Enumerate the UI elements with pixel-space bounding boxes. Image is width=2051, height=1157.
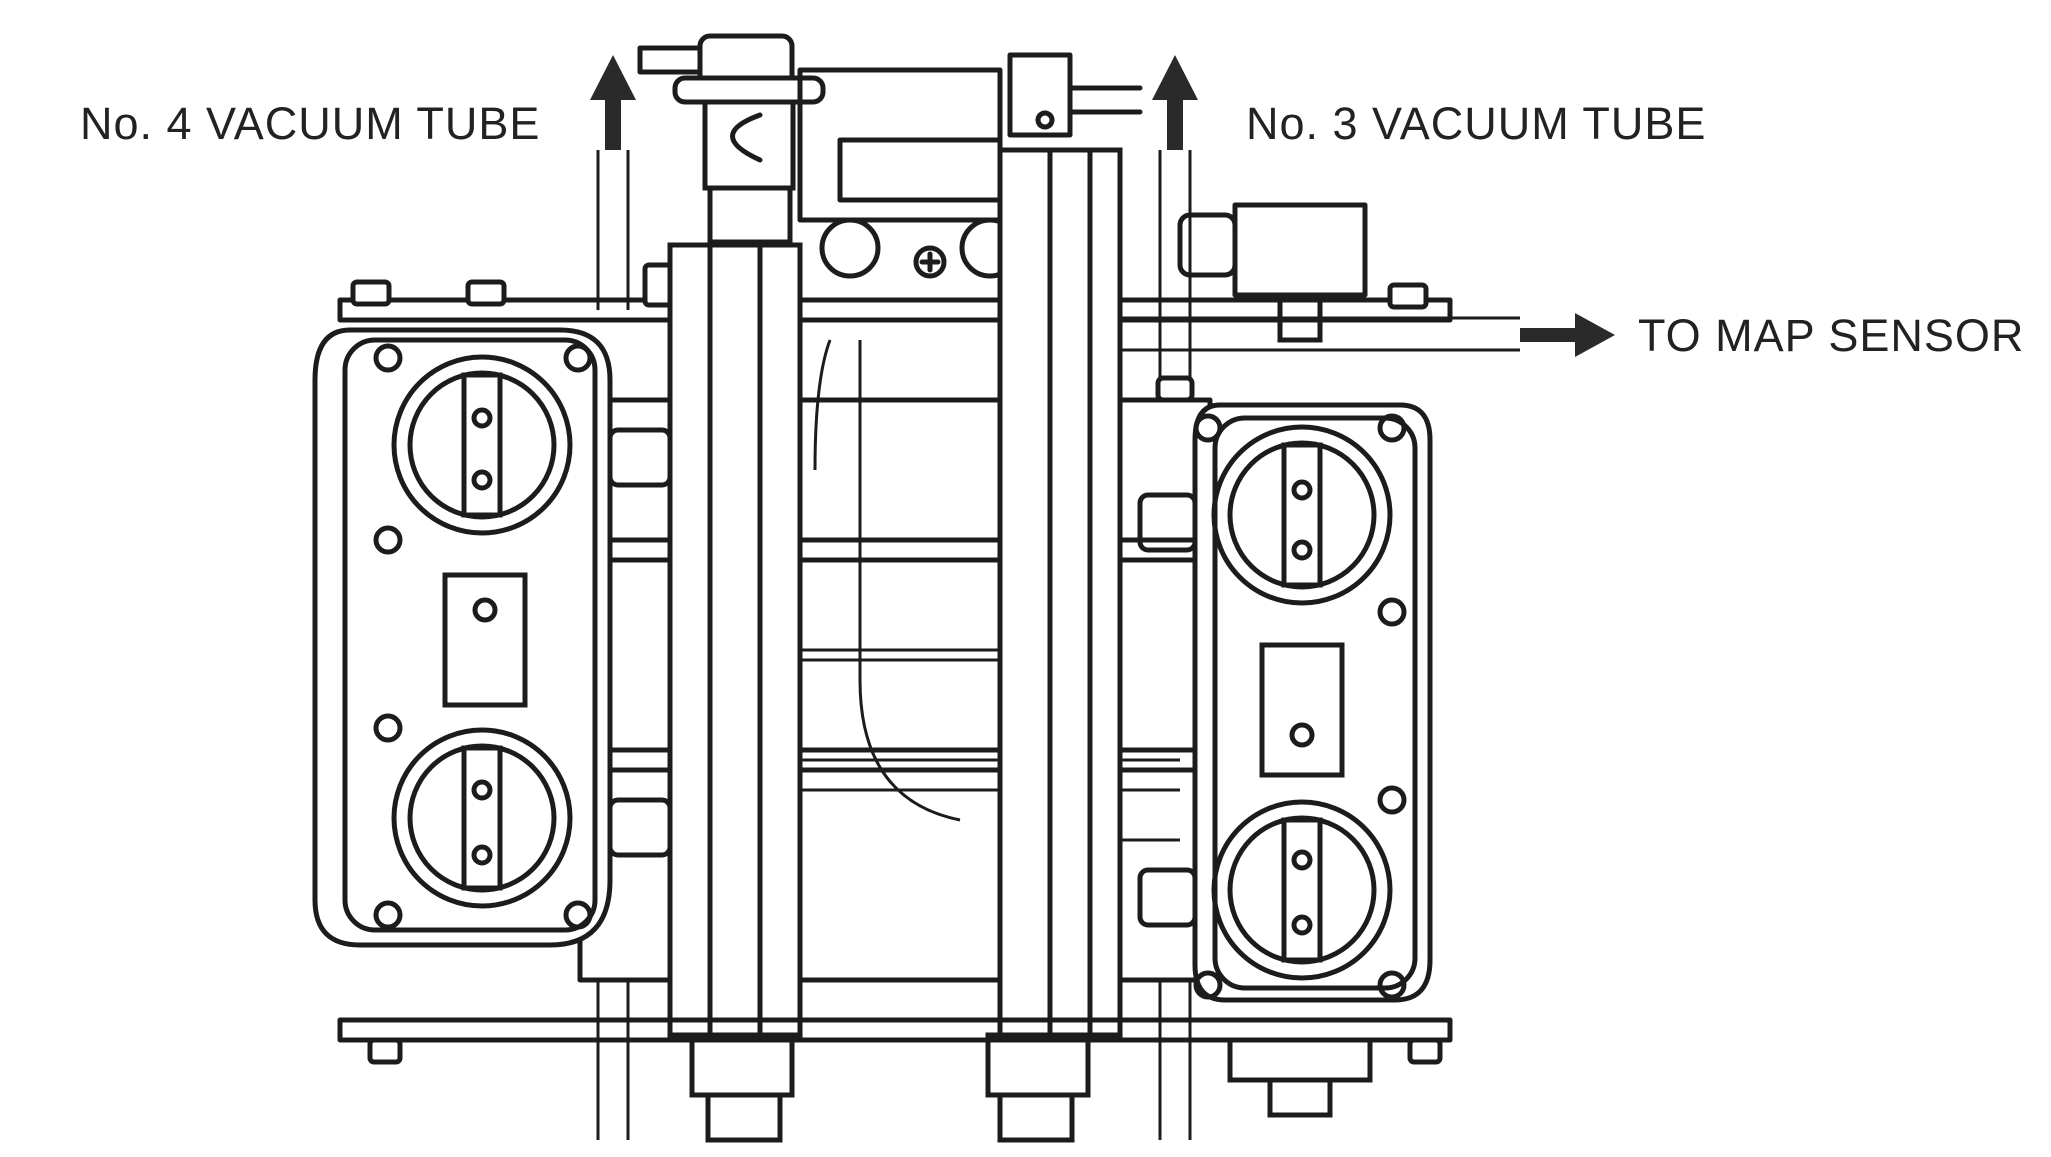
left-throttle-body bbox=[312, 327, 673, 948]
map-sensor-arrow bbox=[1520, 328, 1582, 342]
arrows bbox=[590, 55, 1615, 357]
no3-arrow-head bbox=[1152, 55, 1198, 100]
map-sensor-label: TO MAP SENSOR bbox=[1638, 310, 2025, 361]
bottom-plate bbox=[337, 1017, 1453, 1118]
top-assembly bbox=[637, 33, 1368, 343]
no4-vacuum-tube-label: No. 4 VACUUM TUBE bbox=[80, 98, 541, 149]
no4-vacuum-arrow bbox=[605, 98, 621, 150]
no4-arrow-head bbox=[590, 55, 636, 100]
fuel-rails bbox=[667, 147, 1123, 1143]
no3-vacuum-tube-label: No. 3 VACUUM TUBE bbox=[1246, 98, 1707, 149]
no3-vacuum-arrow bbox=[1167, 98, 1183, 150]
map-arrow-head bbox=[1575, 313, 1615, 357]
right-throttle-body bbox=[1137, 402, 1433, 1003]
